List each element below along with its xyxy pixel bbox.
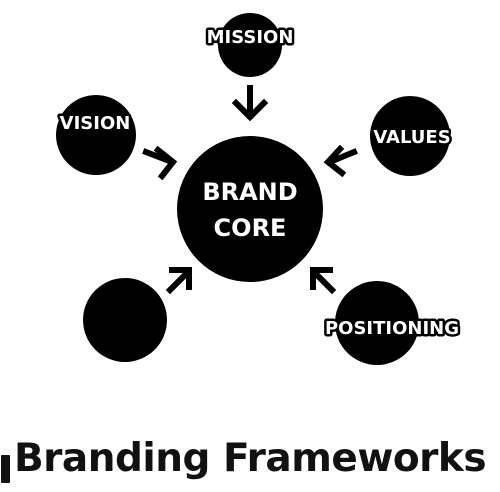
mission-label: MISSION (207, 27, 294, 48)
page-title: Branding Frameworks (13, 436, 487, 481)
brand-core-node (177, 136, 323, 282)
positioning-node (335, 281, 419, 365)
unlabeled-node (83, 278, 167, 362)
arrow-positioning-to-core (309, 267, 337, 295)
arrow-vision-to-core (142, 145, 178, 181)
arrow-mission-to-core (231, 85, 269, 122)
mission-node (218, 13, 282, 77)
arrow-unlabeled-to-core (165, 267, 193, 295)
vision-label: VISION (60, 113, 131, 134)
stock-logo (1, 455, 10, 483)
values-label: VALUES (373, 127, 450, 148)
values-node (370, 96, 450, 176)
arrow-values-to-core (323, 144, 358, 178)
brand-core-label-line1: BRAND (202, 178, 297, 206)
vision-node (56, 95, 136, 175)
positioning-label: POSITIONING (325, 318, 459, 339)
brand-core-label-line2: CORE (214, 214, 287, 242)
